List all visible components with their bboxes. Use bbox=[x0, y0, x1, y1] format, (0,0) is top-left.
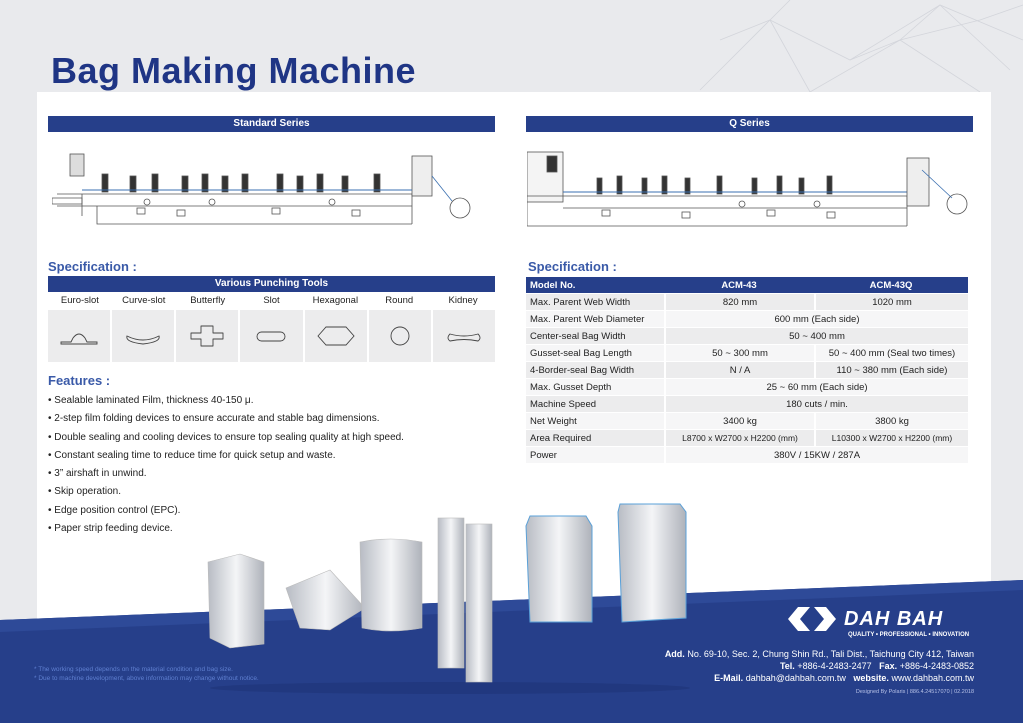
note-speed: * The working speed depends on the mater… bbox=[34, 666, 233, 673]
bag-products-illustration bbox=[207, 503, 690, 694]
fax-label: Fax. bbox=[879, 661, 898, 671]
spec-label: Max. Parent Web Width bbox=[526, 294, 664, 310]
spec-label: Center-seal Bag Width bbox=[526, 328, 664, 344]
spec-label: Gusset-seal Bag Length bbox=[526, 345, 664, 361]
address-label: Add. bbox=[664, 649, 685, 659]
spec-heading-right: Specification : bbox=[528, 259, 617, 274]
butterfly-shape bbox=[176, 310, 239, 362]
spec-label: Max. Gusset Depth bbox=[526, 379, 664, 395]
spec-value: 3800 kg bbox=[814, 413, 968, 429]
spec-value: 180 cuts / min. bbox=[664, 396, 968, 412]
address-text: No. 69-10, Sec. 2, Chung Shin Rd., Tali … bbox=[687, 649, 974, 659]
spec-value: 50 ~ 300 mm bbox=[664, 345, 814, 361]
tel-number: +886-4-2483-2477 bbox=[797, 661, 872, 671]
spec-label: Area Required bbox=[526, 430, 664, 446]
hexagonal-shape bbox=[304, 310, 367, 362]
company-logo: DAH BAH bbox=[786, 604, 943, 634]
feature-item: Sealable laminated Film, thickness 40-15… bbox=[48, 392, 404, 410]
spec-value: 50 ~ 400 mm (Seal two times) bbox=[814, 345, 968, 361]
feature-item: Edge position control (EPC). bbox=[48, 502, 404, 520]
website-label: website. bbox=[853, 673, 889, 683]
page-title: Bag Making Machine bbox=[51, 50, 417, 91]
spec-col-header: Model No. bbox=[526, 277, 664, 293]
company-contact: E-Mail. dahbah@dahbah.com.tw website. ww… bbox=[714, 673, 974, 683]
fax-number: +886-4-2483-0852 bbox=[899, 661, 974, 671]
spec-value: 110 ~ 380 mm (Each side) bbox=[814, 362, 968, 378]
spec-value: L8700 x W2700 x H2200 (mm) bbox=[664, 430, 814, 446]
email-label: E-Mail. bbox=[714, 673, 744, 683]
company-name: DAH BAH bbox=[844, 607, 944, 630]
tool-name: Hexagonal bbox=[312, 295, 359, 306]
company-address: Add. No. 69-10, Sec. 2, Chung Shin Rd., … bbox=[665, 649, 974, 659]
dah-bah-logo-icon bbox=[788, 607, 836, 631]
curve-slot-shape bbox=[112, 310, 175, 362]
feature-item: Double sealing and cooling devices to en… bbox=[48, 429, 404, 447]
spec-value: 1020 mm bbox=[814, 294, 968, 310]
spec-value: N / A bbox=[664, 362, 814, 378]
network-pattern-decoration bbox=[699, 0, 1023, 92]
spec-label: 4-Border-seal Bag Width bbox=[526, 362, 664, 378]
features-heading: Features : bbox=[48, 373, 111, 388]
spec-col-header: ACM-43 bbox=[664, 277, 814, 293]
feature-item: 2-step film folding devices to ensure ac… bbox=[48, 410, 404, 428]
specification-table: Model No. ACM-43 ACM-43Q Max. Parent Web… bbox=[526, 276, 968, 464]
tool-name: Curve-slot bbox=[122, 295, 166, 306]
spec-value: L10300 x W2700 x H2200 (mm) bbox=[814, 430, 968, 446]
email-link[interactable]: dahbah@dahbah.com.tw bbox=[745, 673, 846, 683]
feature-item: 3” airshaft in unwind. bbox=[48, 465, 404, 483]
tool-name: Euro-slot bbox=[60, 295, 99, 306]
tool-name: Kidney bbox=[448, 295, 478, 306]
spec-value: 25 ~ 60 mm (Each side) bbox=[664, 379, 968, 395]
punching-tools-header: Various Punching Tools bbox=[48, 276, 495, 292]
feature-item: Constant sealing time to reduce time for… bbox=[48, 447, 404, 465]
spec-value: 820 mm bbox=[664, 294, 814, 310]
tool-name: Slot bbox=[263, 295, 280, 306]
spec-value: 50 ~ 400 mm bbox=[664, 328, 968, 344]
spec-label: Net Weight bbox=[526, 413, 664, 429]
punching-tools-table: Various Punching Tools Euro-slot Curve-s… bbox=[48, 276, 495, 362]
feature-item: Paper strip feeding device. bbox=[48, 520, 404, 538]
tool-name: Butterfly bbox=[190, 295, 226, 306]
website-link[interactable]: www.dahbah.com.tw bbox=[891, 673, 974, 683]
kidney-shape bbox=[432, 310, 495, 362]
company-phone: Tel. +886-4-2483-2477 Fax. +886-4-2483-0… bbox=[780, 661, 974, 671]
tel-label: Tel. bbox=[779, 661, 795, 671]
standard-machine-drawing bbox=[52, 153, 471, 225]
spec-label: Power bbox=[526, 447, 664, 463]
spec-value: 600 mm (Each side) bbox=[664, 311, 968, 327]
features-section: Features : Sealable laminated Film, thic… bbox=[48, 373, 404, 538]
note-development: * Due to machine development, above info… bbox=[34, 675, 259, 682]
design-credit: Designed By Polaris | 886.4.24517070 | 0… bbox=[855, 689, 974, 695]
spec-col-header: ACM-43Q bbox=[814, 277, 968, 293]
standard-series-bar: Standard Series bbox=[48, 116, 495, 132]
spec-value: 3400 kg bbox=[664, 413, 814, 429]
q-series-bar: Q Series bbox=[526, 116, 973, 132]
company-tagline: QUALITY • PROFESSIONAL • INNOVATION bbox=[848, 632, 970, 638]
round-shape bbox=[368, 310, 431, 362]
euro-slot-shape bbox=[48, 310, 111, 362]
spec-label: Machine Speed bbox=[526, 396, 664, 412]
spec-heading-left: Specification : bbox=[48, 259, 137, 274]
spec-label: Max. Parent Web Diameter bbox=[526, 311, 664, 327]
spec-value: 380V / 15KW / 287A bbox=[664, 447, 968, 463]
slot-shape bbox=[240, 310, 303, 362]
q-series-machine-drawing bbox=[527, 151, 968, 227]
tool-name: Round bbox=[385, 295, 414, 306]
feature-item: Skip operation. bbox=[48, 483, 404, 501]
